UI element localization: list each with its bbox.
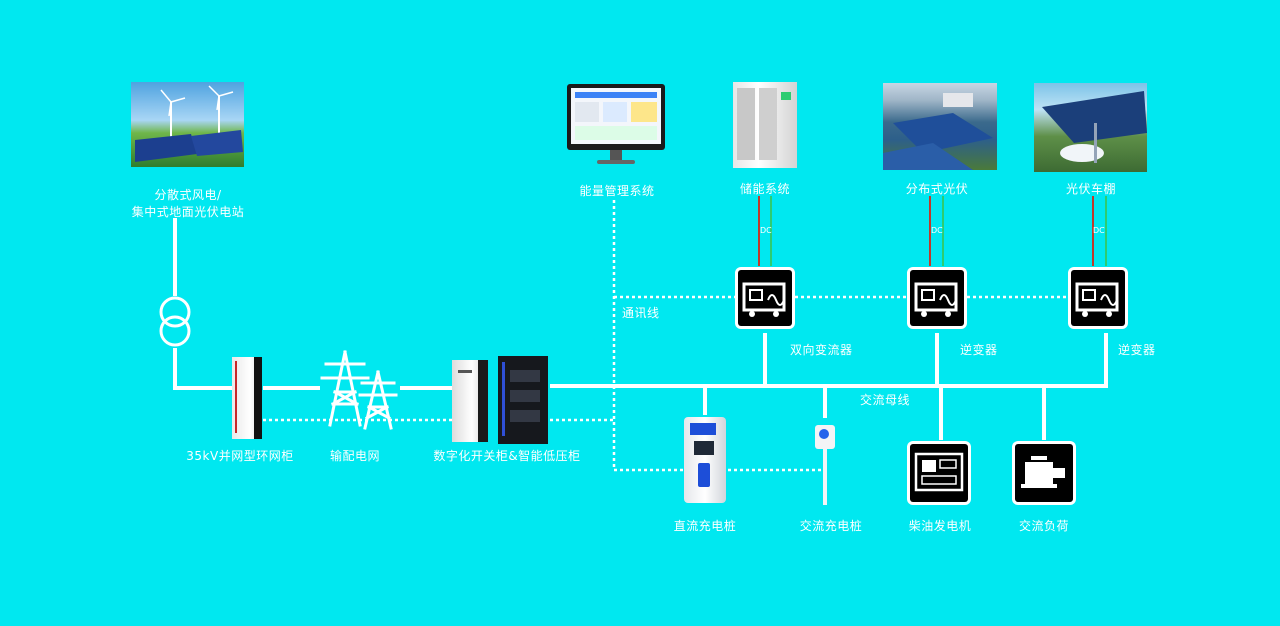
transformer-coil-lower xyxy=(159,315,191,347)
digital-switchgear-image xyxy=(452,360,488,442)
ac-charger-label: 交流充电桩 xyxy=(799,519,863,533)
wind-pv-label-line1: 分散式风电/ xyxy=(154,188,222,202)
diesel-generator-icon xyxy=(914,452,964,492)
ac-charger-image xyxy=(815,425,837,505)
ac-load-label: 交流负荷 xyxy=(1018,519,1070,533)
ring-main-cabinet-image xyxy=(232,357,262,439)
wind-turbine-icon xyxy=(135,85,243,162)
wind-pv-label-line2: 集中式地面光伏电站 xyxy=(131,205,245,219)
ac-bus-label: 交流母线 xyxy=(860,393,911,407)
bidir-converter-label: 双向变流器 xyxy=(790,343,853,357)
ring-cabinet-label: 35kV并网型环网柜 xyxy=(186,449,294,463)
inverter-box-1 xyxy=(907,267,967,329)
inverter-icon xyxy=(1075,282,1119,317)
inverter2-label: 逆变器 xyxy=(1118,343,1156,357)
dc-tag-pv: DC xyxy=(931,226,943,235)
ems-monitor-image xyxy=(567,84,665,170)
comm-line-label: 通讯线 xyxy=(622,306,660,320)
dc-charger-label: 直流充电桩 xyxy=(673,519,737,533)
distributed-pv-image xyxy=(883,83,997,170)
pv-carport-image xyxy=(1034,83,1147,172)
transformer-coil-upper xyxy=(159,296,191,328)
transmission-tower-icon xyxy=(320,350,398,430)
inverter-icon xyxy=(914,282,958,317)
diesel-generator-box xyxy=(907,441,971,505)
pv-carport-label: 光伏车棚 xyxy=(1065,182,1117,196)
storage-cabinet-image xyxy=(733,82,797,168)
smart-lv-cabinet-image xyxy=(498,356,548,444)
switchgear-label: 数字化开关柜&智能低压柜 xyxy=(433,449,581,463)
motor-icon xyxy=(1021,456,1065,488)
grid-label: 输配电网 xyxy=(329,449,381,463)
bidirectional-converter-box xyxy=(735,267,795,329)
storage-label: 储能系统 xyxy=(739,182,791,196)
inverter-box-2 xyxy=(1068,267,1128,329)
converter-icon xyxy=(742,282,786,317)
inverter1-label: 逆变器 xyxy=(960,343,998,357)
diesel-generator-label: 柴油发电机 xyxy=(908,519,972,533)
ems-label: 能量管理系统 xyxy=(579,184,655,198)
dc-tag-carport: DC xyxy=(1093,226,1105,235)
wind-pv-plant-image xyxy=(131,82,244,167)
distributed-pv-label: 分布式光伏 xyxy=(905,182,969,196)
ac-load-box xyxy=(1012,441,1076,505)
dc-charger-image xyxy=(684,417,726,503)
dc-tag-storage: DC xyxy=(760,226,772,235)
